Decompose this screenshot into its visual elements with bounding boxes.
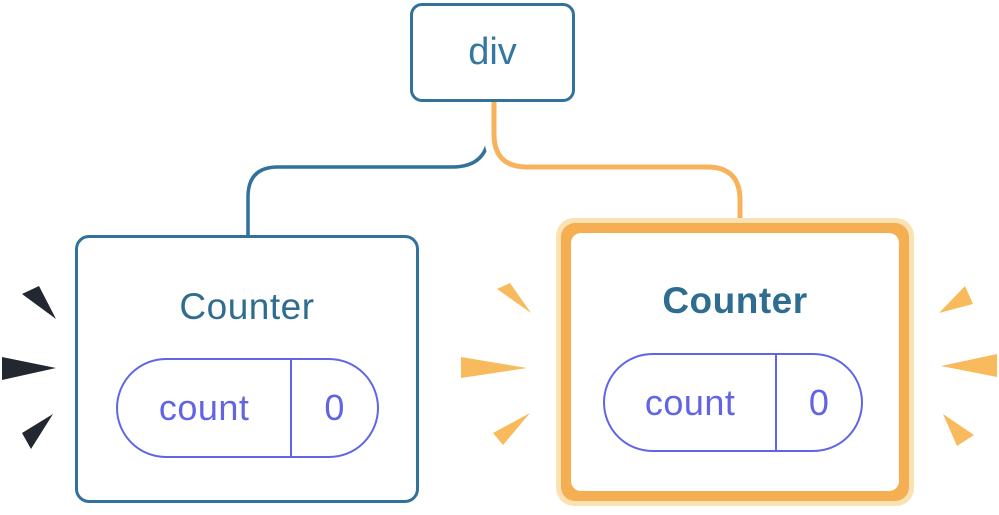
state-key: count bbox=[158, 387, 250, 428]
burst-mark-icon bbox=[943, 414, 974, 446]
burst-mark-icon bbox=[493, 413, 530, 445]
state-value: 0 bbox=[808, 381, 830, 423]
burst-mark-icon bbox=[22, 286, 56, 319]
edge-casing bbox=[484, 101, 750, 220]
burst-mark-icon bbox=[939, 286, 973, 313]
state-pill-right: count 0 bbox=[603, 353, 863, 452]
state-value: 0 bbox=[324, 387, 345, 428]
edge-parent-to-left-counter bbox=[246, 101, 491, 236]
burst-left-group bbox=[2, 286, 56, 449]
burst-mark-icon bbox=[22, 414, 53, 449]
edge-parent-to-right-counter bbox=[491, 101, 743, 234]
burst-mark-icon bbox=[461, 357, 527, 378]
counter-right-title: Counter bbox=[662, 280, 808, 321]
pill-divider bbox=[290, 360, 293, 456]
tree-node-div: div bbox=[410, 3, 575, 102]
burst-mark-icon bbox=[941, 354, 997, 377]
pill-divider bbox=[775, 355, 778, 450]
counter-left-title: Counter bbox=[179, 286, 315, 327]
burst-mark-icon bbox=[497, 283, 531, 313]
burst-right-group bbox=[939, 286, 997, 446]
burst-mark-icon bbox=[2, 357, 56, 380]
state-key: count bbox=[644, 381, 736, 423]
burst-middle-group bbox=[461, 283, 531, 445]
tree-node-counter-left: Counter count 0 bbox=[75, 235, 419, 503]
tree-node-counter-right: Counter count 0 bbox=[556, 218, 914, 506]
state-pill-left: count 0 bbox=[116, 358, 379, 458]
tree-node-div-label: div bbox=[468, 31, 517, 73]
